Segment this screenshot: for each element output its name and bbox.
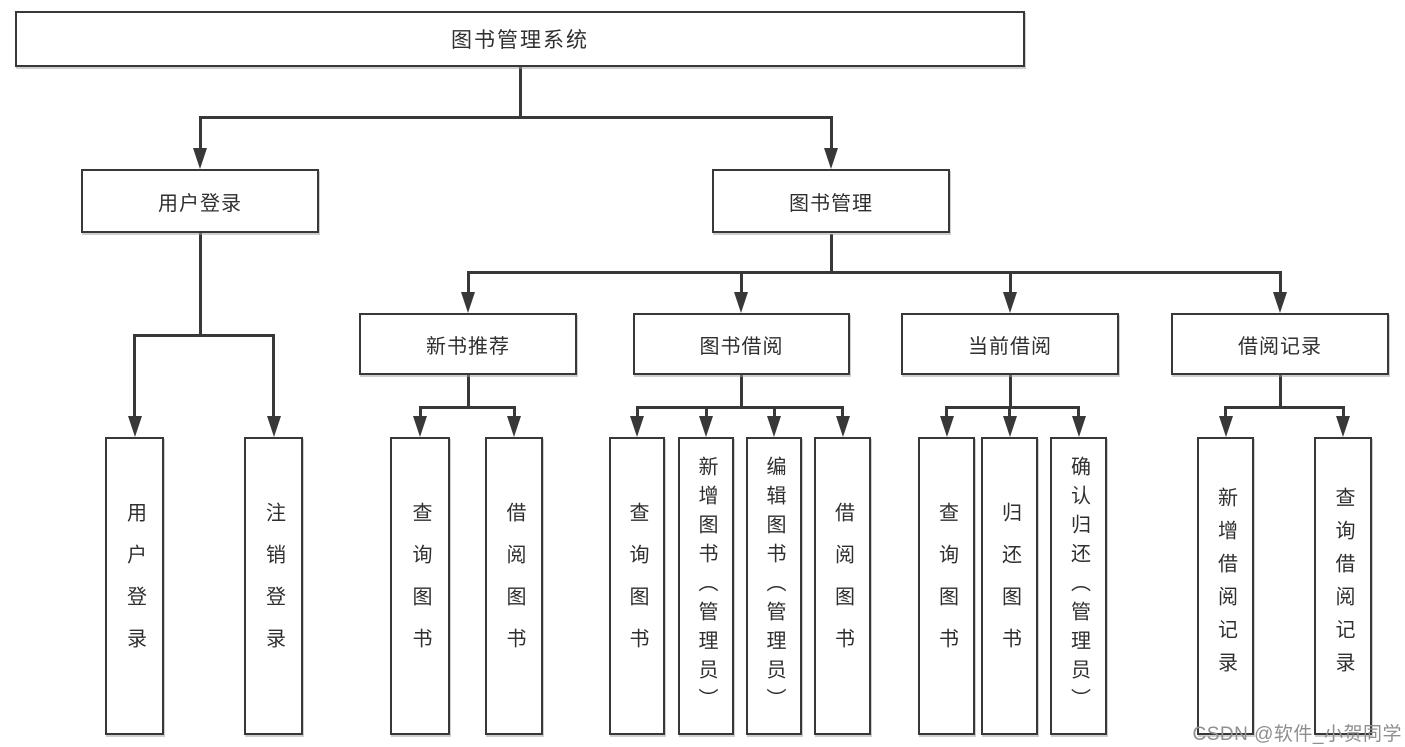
leaf-confirm-return-admin: 确认归还（管理员） [1050,437,1107,735]
arrowhead [461,292,475,313]
arrowhead [699,416,713,437]
connector-g5-shaft-2 [1341,405,1345,420]
arrowhead [939,416,954,437]
node-book-management-label: 图书管理 [789,192,873,215]
connector-l2-shaft-3 [1008,270,1012,295]
node-root: 图书管理系统 [15,11,1025,67]
connector-l1-splitter [198,115,833,119]
connector-g4-splitter [945,405,1080,409]
node-root-label: 图书管理系统 [451,29,589,52]
leaf-borrow-book: 借阅图书 [814,437,871,735]
watermark: CSDN @软件_小贺同学 [1192,724,1402,745]
connector-l3-stem-3 [1008,375,1012,408]
leaf-query-book-current: 查询图书 [918,437,975,735]
leaf-query-book-recommend: 查询图书 [390,437,450,735]
connector-root-stem [518,67,522,117]
connector-user-shaft-2 [272,333,275,420]
node-new-book-recommend: 新书推荐 [359,313,577,375]
arrowhead [835,416,850,437]
connector-g2-splitter [418,405,516,409]
node-book-borrow: 图书借阅 [633,313,850,375]
leaf-return-book: 归还图书 [981,437,1038,735]
connector-g5-splitter [1224,405,1345,409]
connector-g3-shaft-2 [704,405,708,420]
leaf-add-borrow-record-label: 新增借阅记录 [1214,487,1237,685]
leaf-add-book-admin: 新增图书（管理员） [678,437,734,735]
arrowhead [1071,416,1086,437]
leaf-borrow-book-recommend-label: 借阅图书 [503,502,525,670]
node-current-borrow-label: 当前借阅 [968,335,1052,358]
arrowhead [1218,416,1233,437]
node-current-borrow: 当前借阅 [901,313,1119,375]
arrowhead [1336,416,1350,437]
connector-g4-shaft-3 [1077,405,1080,420]
arrowhead [1002,416,1017,437]
leaf-query-borrow-record: 查询借阅记录 [1314,437,1372,735]
arrowhead [193,148,207,169]
connector-l3-stem-1 [466,375,470,408]
leaf-query-book-current-label: 查询图书 [935,502,958,670]
connector-l3-stem-2 [739,375,743,408]
arrowhead [413,416,427,437]
leaf-query-book-borrow: 查询图书 [609,437,665,735]
connector-g2-shaft-1 [418,405,422,420]
connector-user-shaft-1 [133,333,136,420]
connector-g5-shaft-1 [1224,405,1227,420]
connector-bookmgmt-stem [829,234,833,272]
arrowhead [266,416,281,437]
leaf-return-book-label: 归还图书 [998,502,1021,670]
connector-user-stem [198,233,202,335]
node-user-login: 用户登录 [81,169,319,233]
connector-l1-left-shaft [198,115,202,152]
arrowhead [127,416,142,437]
node-user-login-label: 用户登录 [158,192,242,215]
arrowhead [734,292,748,313]
node-borrow-records: 借阅记录 [1171,313,1389,375]
leaf-query-book-recommend-label: 查询图书 [409,502,431,670]
connector-l2-shaft-2 [739,270,743,295]
connector-l3-stem-4 [1278,375,1282,408]
connector-l2-shaft-4 [1278,270,1282,295]
connector-g4-shaft-2 [1008,405,1011,420]
node-new-book-recommend-label: 新书推荐 [426,335,510,358]
connector-g3-splitter [635,405,844,409]
arrowhead [1003,292,1017,313]
connector-user-splitter [133,333,275,337]
node-borrow-records-label: 借阅记录 [1238,335,1322,358]
connector-g3-shaft-1 [635,405,639,420]
leaf-add-book-admin-label: 新增图书（管理员） [695,455,717,717]
leaf-query-borrow-record-label: 查询借阅记录 [1332,487,1354,685]
connector-l2-splitter [466,270,1282,274]
leaf-query-book-borrow-label: 查询图书 [626,502,648,670]
arrowhead [630,416,644,437]
arrowhead [767,416,781,437]
leaf-logout: 注销登录 [244,437,303,735]
leaf-borrow-book-recommend: 借阅图书 [485,437,543,735]
leaf-confirm-return-admin-label: 确认归还（管理员） [1067,455,1090,717]
arrowhead [507,416,521,437]
connector-g4-shaft-1 [945,405,948,420]
arrowhead [1273,292,1287,313]
node-book-borrow-label: 图书借阅 [699,335,784,358]
arrowhead [824,148,838,169]
leaf-add-borrow-record: 新增借阅记录 [1197,437,1254,735]
connector-g3-shaft-4 [841,405,844,420]
leaf-logout-label: 注销登录 [262,502,285,670]
leaf-user-login: 用户登录 [105,437,164,735]
connector-g2-shaft-2 [512,405,516,420]
connector-g3-shaft-3 [772,405,776,420]
leaf-borrow-book-label: 借阅图书 [831,502,854,670]
leaf-edit-book-admin-label: 编辑图书（管理员） [763,455,785,717]
node-book-management: 图书管理 [712,169,950,233]
leaf-user-login-label: 用户登录 [123,502,146,670]
connector-l2-shaft-1 [466,270,470,295]
connector-l1-right-shaft [829,115,833,152]
leaf-edit-book-admin: 编辑图书（管理员） [746,437,802,735]
